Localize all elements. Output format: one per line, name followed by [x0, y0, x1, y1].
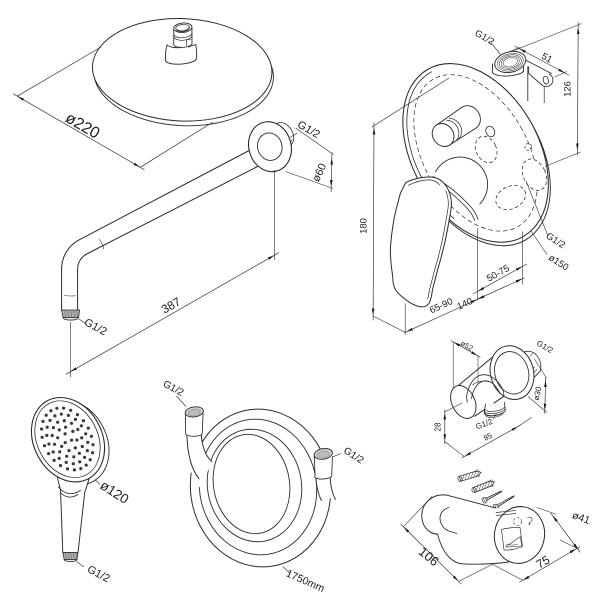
svg-text:ø41: ø41	[570, 509, 591, 527]
svg-text:85: 85	[482, 431, 494, 443]
svg-text:ø30: ø30	[532, 385, 544, 401]
svg-text:126: 126	[563, 81, 574, 97]
svg-text:75: 75	[534, 552, 553, 571]
svg-text:180: 180	[359, 218, 370, 234]
svg-text:28: 28	[434, 422, 443, 431]
svg-text:51: 51	[539, 51, 554, 66]
